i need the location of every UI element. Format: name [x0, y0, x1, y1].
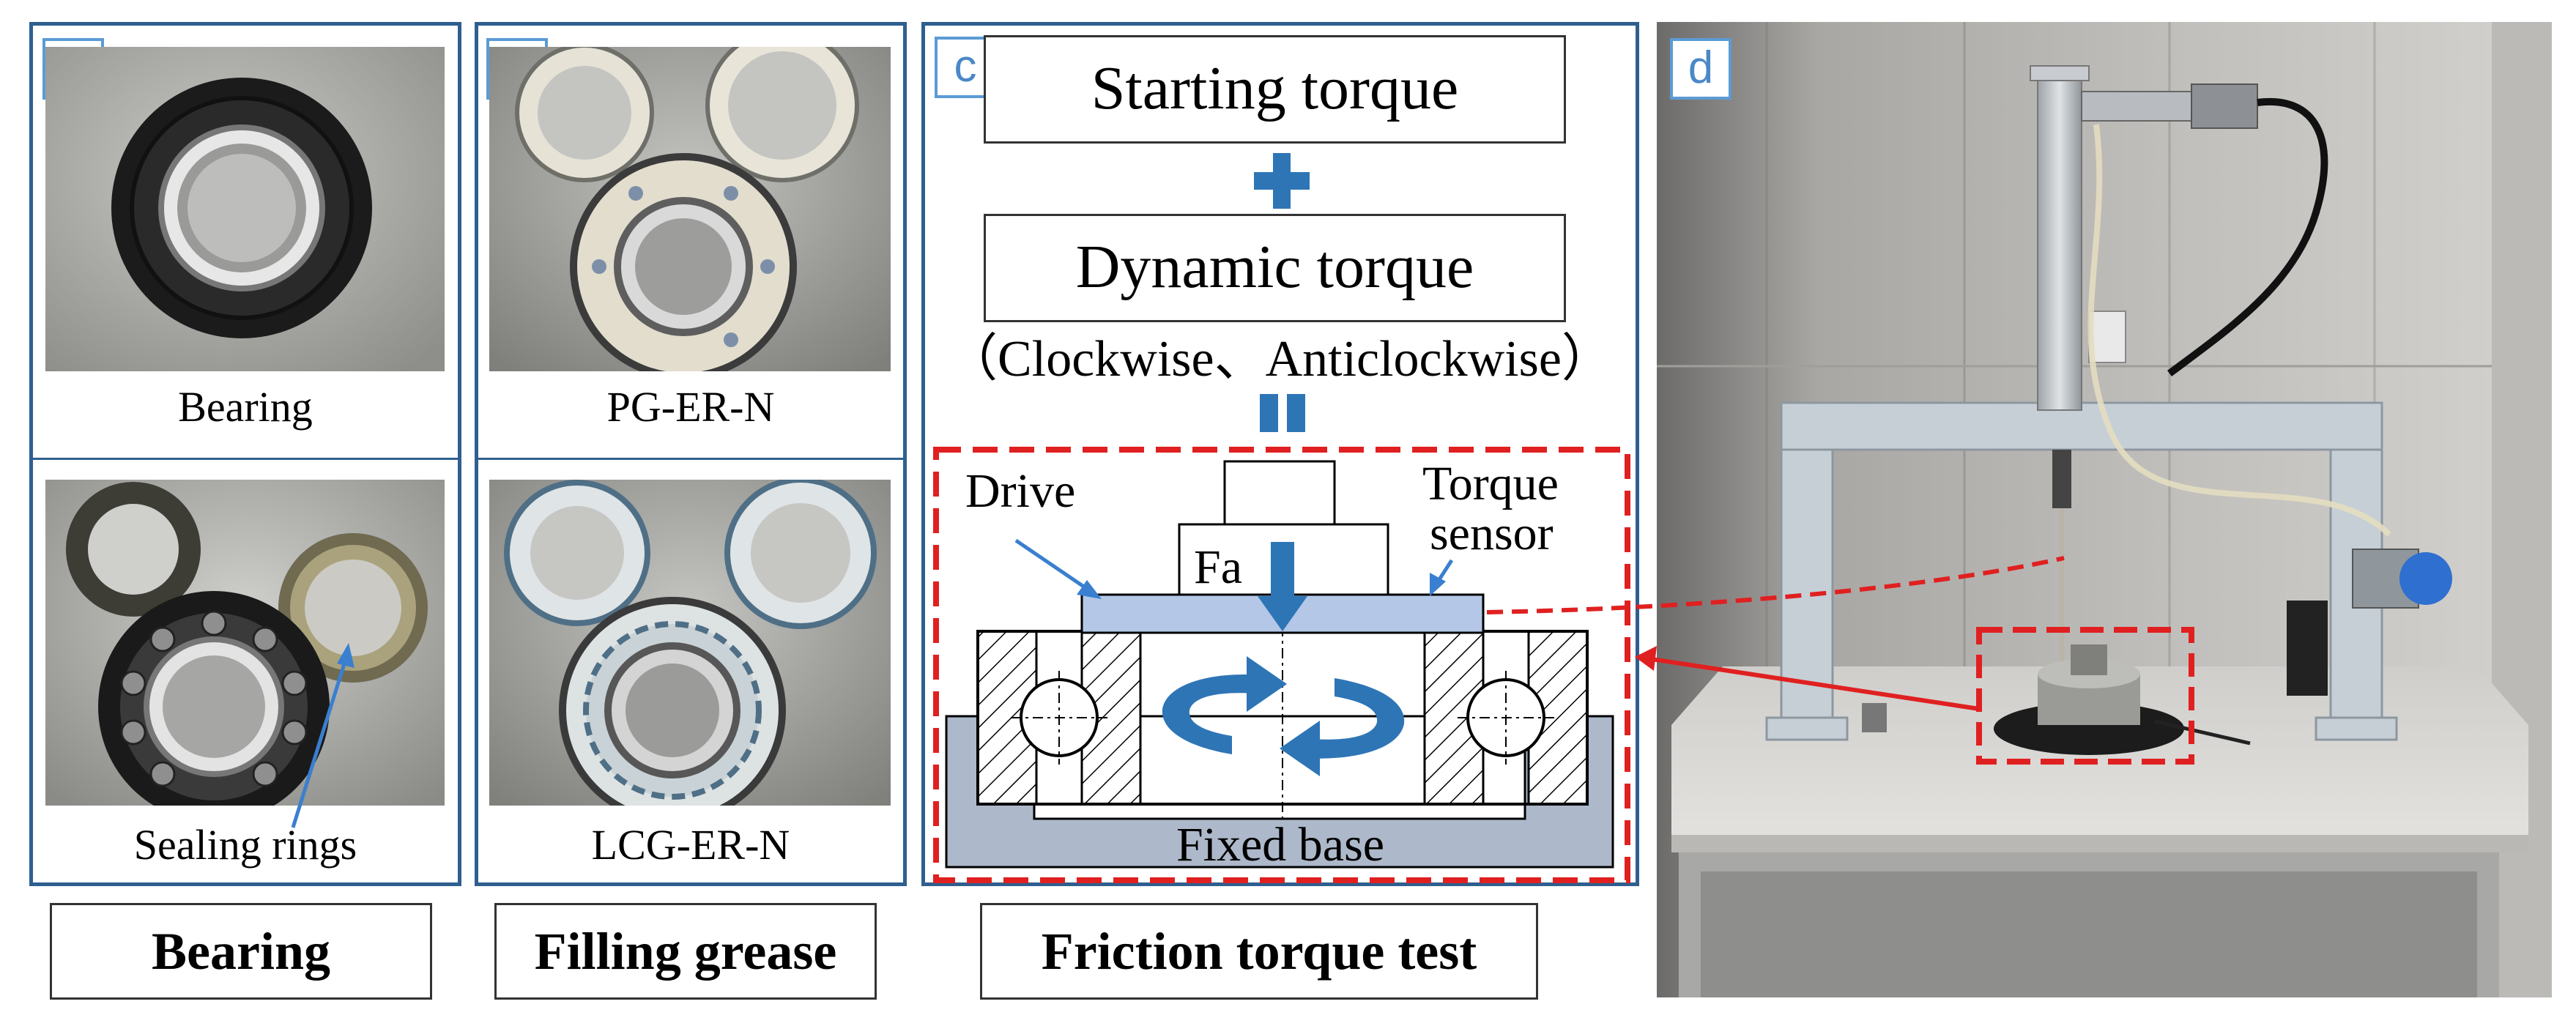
panel-d-tag: d — [1670, 38, 1731, 100]
torque-sensor-label-line2: sensor — [1430, 507, 1554, 560]
drive-label: Drive — [965, 464, 1075, 518]
lcg-er-n-caption: LCG-ER-N — [591, 821, 790, 869]
bearing-title-box: Bearing — [50, 903, 432, 1000]
filling-grease-title-box: Filling grease — [494, 903, 877, 1000]
dynamic-torque-box: Dynamic torque — [984, 214, 1566, 322]
starting-torque-box: Starting torque — [984, 35, 1566, 144]
load-arrow — [1258, 542, 1307, 631]
torque-sensor-pointer-arrow — [1430, 559, 1454, 596]
panel-b-divider — [478, 458, 903, 460]
test-rig-photo — [1657, 22, 2552, 997]
direction-note: （Clockwise、Anticlockwise） — [946, 331, 1613, 387]
equals-icon — [1260, 394, 1305, 432]
fixed-base-label: Fixed base — [1176, 818, 1384, 871]
pg-er-n-caption: PG-ER-N — [606, 383, 775, 431]
drive-pointer-arrow — [1014, 538, 1102, 599]
schematic-dashed-frame — [933, 447, 1630, 883]
plus-icon — [1254, 153, 1310, 209]
pg-er-n-photo — [489, 47, 891, 371]
panel-a-divider — [33, 458, 458, 460]
sealing-rings-caption: Sealing rings — [133, 821, 357, 869]
sealing-ring-pointer-arrow — [291, 643, 355, 828]
load-label: Fa — [1194, 540, 1242, 594]
drive-top-block — [1223, 460, 1336, 526]
bearing-photo — [45, 47, 445, 371]
torque-sensor-label-line1: Torque — [1422, 457, 1559, 510]
rotation-arrows-icon — [1162, 656, 1405, 776]
bearing-caption: Bearing — [178, 383, 313, 431]
lcg-er-n-photo — [489, 480, 891, 806]
sealing-rings-photo — [45, 480, 445, 806]
bearing-test-schematic: Fixed base Fa Drive Torque sensor — [933, 447, 1630, 883]
friction-torque-test-title-box: Friction torque test — [980, 903, 1538, 1000]
